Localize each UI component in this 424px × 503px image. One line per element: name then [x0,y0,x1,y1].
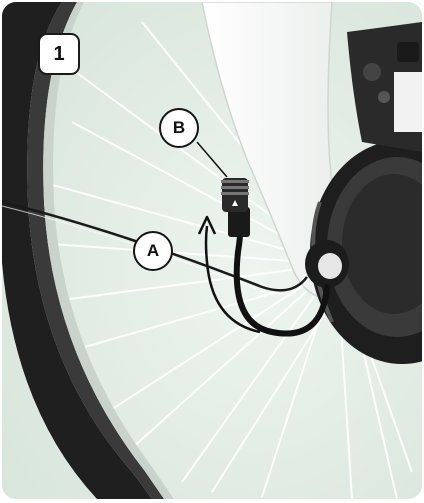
callout-a: A [133,231,173,271]
step-number-badge: 1 [38,33,80,75]
axle [305,240,349,288]
callout-b: B [159,108,199,148]
wheel-illustration [2,2,422,499]
illustration-frame: 1 B A [2,2,422,499]
